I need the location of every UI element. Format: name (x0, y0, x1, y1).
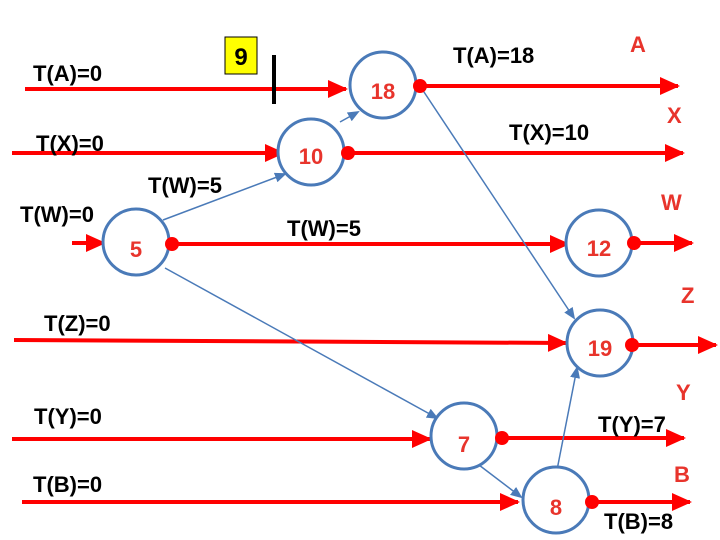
node-w5: 5 (101, 207, 179, 277)
node-b8-value: 8 (550, 495, 562, 520)
start-label-Z: T(Z)=0 (44, 311, 111, 336)
start-label-B: T(B)=0 (33, 472, 102, 497)
node-w12-value: 12 (587, 236, 611, 261)
node-w12: 12 (564, 208, 641, 278)
process-name-A: A (630, 32, 646, 57)
cut-marker-value: 9 (234, 44, 247, 71)
msg-b8-to-z19 (556, 366, 580, 471)
end-label-W: T(W)=5 (287, 216, 361, 241)
start-label-Y: T(Y)=0 (34, 404, 102, 429)
start-label-X: T(X)=0 (36, 131, 104, 156)
msg-y7-to-b8 (478, 464, 523, 499)
process-name-Z: Z (681, 283, 694, 308)
node-x10-value: 10 (299, 144, 323, 169)
msg-w5-to-y7 (164, 267, 439, 419)
node-x10: 10 (276, 117, 355, 187)
end-label-X: T(X)=10 (509, 120, 589, 145)
msg-x10-to-a18 (339, 111, 360, 123)
cut-marker-badge: 9 (224, 36, 258, 75)
end-label-A: T(A)=18 (453, 43, 534, 68)
node-y7: 7 (429, 401, 509, 471)
node-b8: 8 (521, 465, 599, 535)
process-name-Y: Y (676, 380, 691, 405)
msg-a18-to-z19 (419, 85, 576, 320)
start-label-A: T(A)=0 (33, 61, 102, 86)
node-a18: 18 (348, 50, 427, 120)
msg-label-W: T(W)=5 (148, 173, 222, 198)
process-name-W: W (661, 190, 682, 215)
node-z19-value: 19 (588, 336, 612, 361)
process-name-B: B (674, 462, 690, 487)
msg-w5-to-x10 (162, 172, 287, 221)
node-y7-value: 7 (458, 432, 470, 457)
start-label-W: T(W)=0 (20, 202, 94, 227)
node-a18-value: 18 (371, 79, 395, 104)
node-w5-value: 5 (130, 237, 142, 262)
process-name-X: X (667, 103, 682, 128)
end-label-B: T(B)=8 (604, 509, 673, 534)
end-label-Y: T(Y)=7 (598, 412, 666, 437)
line-Z-in (13, 333, 568, 352)
node-z19: 19 (565, 308, 639, 378)
